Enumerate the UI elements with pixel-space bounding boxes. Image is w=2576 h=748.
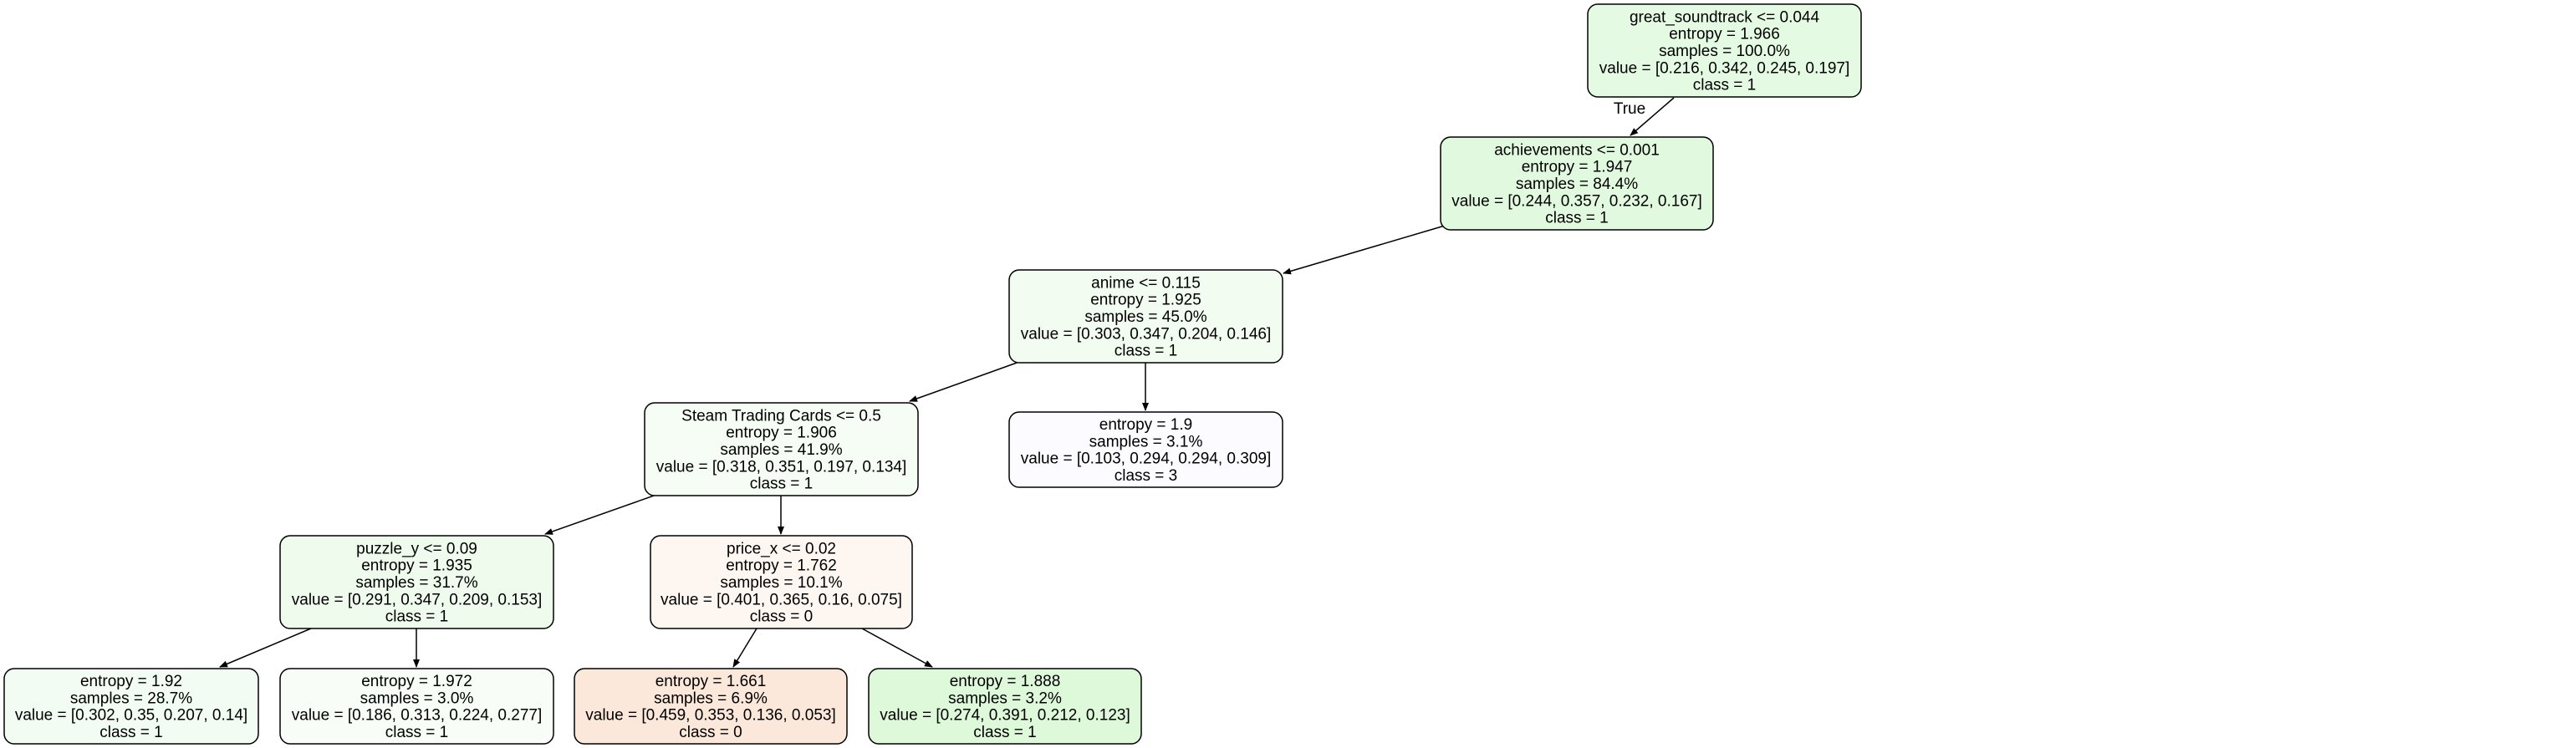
node-line: class = 1 [99,724,163,741]
node-line: class = 1 [385,724,449,741]
edge-n2-n3 [909,361,1020,402]
node-line: entropy = 1.762 [726,557,837,575]
edge-n3-n5 [544,494,657,535]
node-line: samples = 6.9% [654,689,768,707]
node-line: value = [0.459, 0.353, 0.136, 0.053] [585,707,836,725]
node-line: value = [0.186, 0.313, 0.224, 0.277] [292,707,543,725]
node-line: entropy = 1.906 [726,425,837,442]
node-line: value = [0.318, 0.351, 0.197, 0.134] [656,458,907,476]
node-line: anime <= 0.115 [1091,274,1201,292]
node-line: entropy = 1.9 [1099,416,1192,434]
node-line: samples = 3.2% [948,689,1062,707]
node-line: price_x <= 0.02 [727,540,836,557]
node-box [574,668,848,745]
node-line: great_soundtrack <= 0.044 [1630,8,1820,26]
node-line: samples = 31.7% [355,574,477,592]
node-line: samples = 10.1% [720,574,842,592]
node-line: entropy = 1.661 [655,673,767,690]
node-line: entropy = 1.972 [361,673,472,690]
node-box [279,668,554,745]
node-line: value = [0.401, 0.365, 0.16, 0.075] [661,591,902,608]
node-box [3,668,259,745]
node-line: value = [0.216, 0.342, 0.245, 0.197] [1599,59,1850,77]
node-line: class = 1 [750,476,814,493]
node-line: entropy = 1.935 [361,557,472,575]
node-line: class = 3 [1115,467,1178,485]
edge-n0-n1 [1630,97,1675,136]
node-line: samples = 100.0% [1659,43,1790,60]
node-line: class = 1 [385,608,449,626]
node-line: entropy = 1.925 [1090,292,1201,309]
node-box [868,668,1142,745]
node-line: class = 1 [1115,343,1178,360]
node-box [644,402,919,496]
node-line: value = [0.103, 0.294, 0.294, 0.309] [1021,450,1272,468]
node-line: entropy = 1.947 [1522,159,1633,176]
edge-n5-n7 [219,628,312,668]
node-box [1008,411,1283,488]
node-line: class = 0 [750,608,814,626]
node-line: value = [0.291, 0.347, 0.209, 0.153] [292,591,543,608]
node-line: entropy = 1.888 [950,673,1061,690]
node-box [650,535,913,629]
node-line: puzzle_y <= 0.09 [356,540,477,557]
node-line: entropy = 1.966 [1669,26,1780,43]
node-line: value = [0.244, 0.357, 0.232, 0.167] [1451,192,1702,210]
node-line: samples = 3.0% [360,689,474,707]
node-box [279,535,554,629]
node-line: class = 1 [973,724,1037,741]
node-line: entropy = 1.92 [80,673,182,690]
node-line: Steam Trading Cards <= 0.5 [681,407,881,425]
node-line: value = [0.302, 0.35, 0.207, 0.14] [15,707,247,725]
node-line: class = 1 [1693,77,1757,94]
node-line: samples = 28.7% [70,689,192,707]
edges-layer: True [219,97,1675,668]
node-line: class = 0 [679,724,742,741]
node-line: value = [0.303, 0.347, 0.204, 0.146] [1021,325,1272,343]
node-box [1008,269,1283,364]
node-box [1587,3,1862,98]
node-line: samples = 45.0% [1084,308,1206,326]
node-line: samples = 3.1% [1089,433,1203,450]
node-line: class = 1 [1545,210,1609,227]
node-line: samples = 84.4% [1516,176,1638,193]
edge-n1-n2 [1283,225,1446,275]
node-line: samples = 41.9% [720,441,842,459]
edge-n6-n9 [732,628,757,668]
edge-label-true: True [1614,100,1645,118]
edge-n6-n10 [861,628,933,668]
node-line: achievements <= 0.001 [1494,141,1660,159]
node-box [1440,136,1714,231]
node-line: value = [0.274, 0.391, 0.212, 0.123] [880,707,1130,725]
